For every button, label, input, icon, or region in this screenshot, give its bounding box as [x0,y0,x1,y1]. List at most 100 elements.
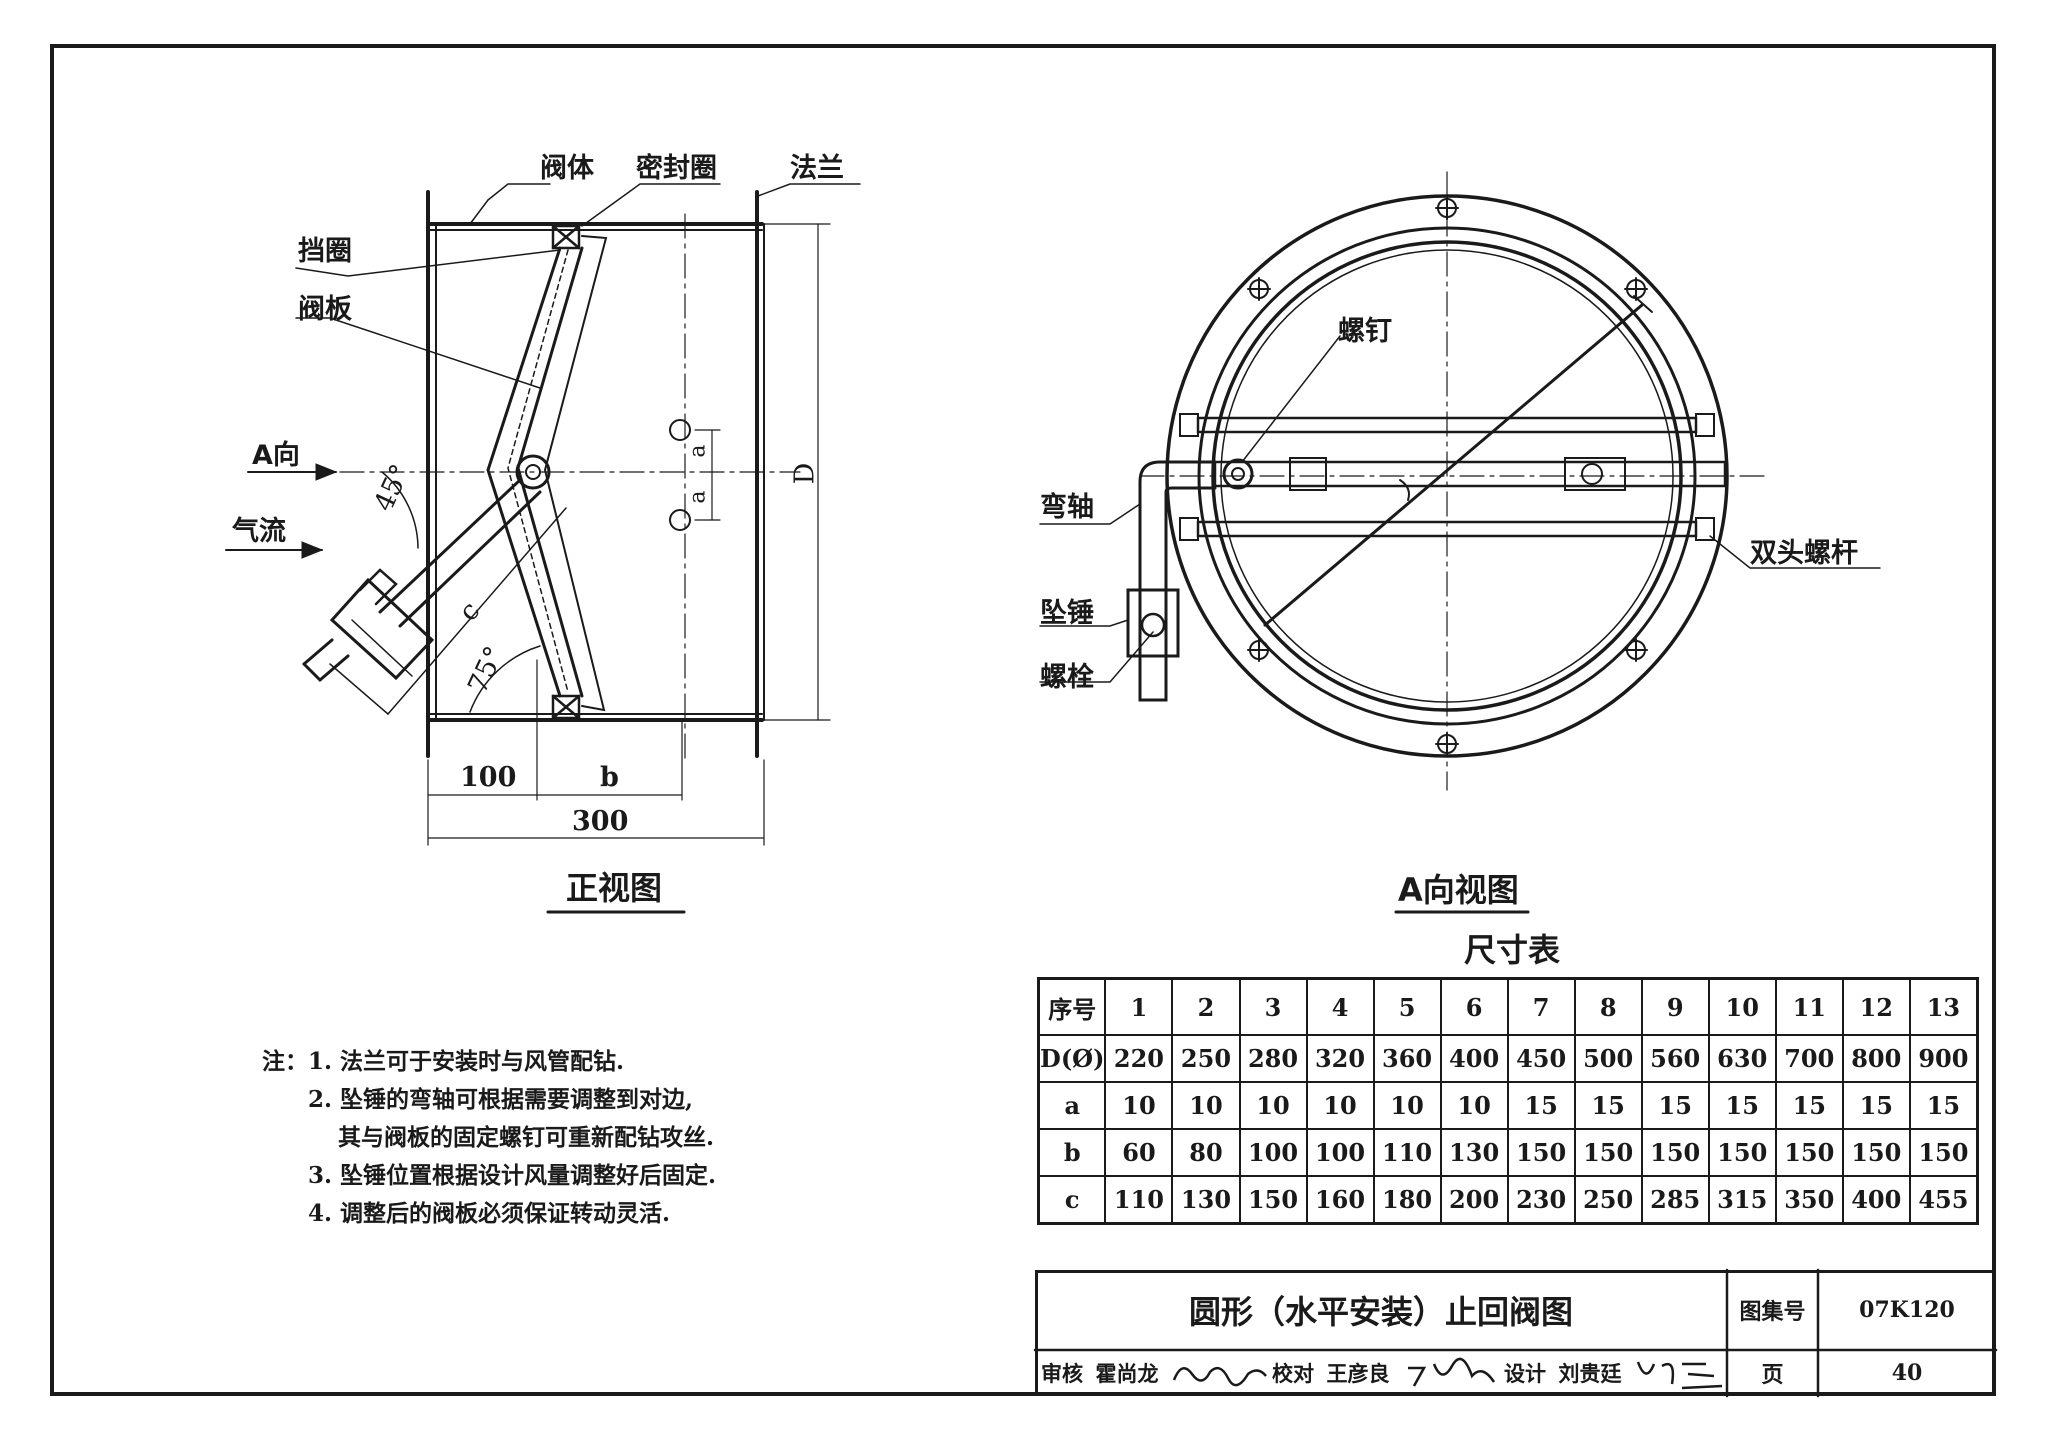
table-cell: 6 [1439,977,1509,1037]
notes-prefix: 注： [262,1048,308,1075]
table-cell: 8 [1573,977,1643,1037]
table-cell: 250 [1573,1174,1643,1225]
table-cell: 350 [1774,1174,1844,1225]
table-cell: 10 [1238,1081,1308,1130]
table-cell: 150 [1707,1127,1777,1177]
front-view-drawing [225,183,861,846]
atlas-label: 图集号 [1739,1299,1806,1325]
table-cell: 150 [1640,1127,1710,1177]
label-dim-100: 100 [460,762,517,793]
table-cell: 150 [1238,1174,1308,1225]
note-item: 2. 坠锤的弯轴可根据需要调整到对边, [308,1086,694,1113]
table-cell: 700 [1774,1034,1844,1084]
table-cell: 5 [1372,977,1442,1037]
table-cell: 10 [1439,1081,1509,1130]
row-header: 序号 [1037,977,1107,1037]
label-screw: 螺钉 [1338,316,1392,347]
table-cell: 400 [1841,1174,1911,1225]
reviewer-signature [1172,1366,1267,1387]
table-cell: 560 [1640,1034,1710,1084]
table-cell: 10 [1171,1081,1241,1130]
table-cell: 110 [1372,1127,1442,1177]
table-cell: 11 [1774,977,1844,1037]
note-item: 3. 坠锤位置根据设计风量调整好后固定. [308,1162,717,1189]
label-double-stud: 双头螺杆 [1750,538,1858,569]
table-cell: 9 [1640,977,1710,1037]
review-name: 霍尚龙 [1095,1361,1159,1386]
front-view-title: 正视图 [566,869,663,907]
note-item: 1. 法兰可于安装时与风管配钻. [308,1048,625,1075]
table-cell: 7 [1506,977,1576,1037]
table-cell: 150 [1506,1127,1576,1177]
label-dim-b: b [600,762,619,793]
table-cell: 15 [1707,1081,1777,1130]
table-cell: 180 [1372,1174,1442,1225]
check-label: 校对 [1272,1361,1314,1386]
table-cell: 315 [1707,1174,1777,1225]
table-cell: 15 [1573,1081,1643,1130]
table-cell: 800 [1841,1034,1911,1084]
atlas-number: 07K120 [1859,1297,1955,1323]
label-a-direction: A向 [252,440,300,471]
design-label: 设计 [1504,1361,1546,1386]
design-name: 刘贵廷 [1558,1361,1622,1386]
label-bolt: 螺栓 [1040,662,1094,693]
table-cell: 15 [1908,1081,1979,1130]
table-cell: 250 [1171,1034,1241,1084]
table-cell: 80 [1171,1127,1241,1177]
label-seal-ring: 密封圈 [636,153,717,184]
table-cell: 150 [1573,1127,1643,1177]
table-cell: 360 [1372,1034,1442,1084]
review-label: 审核 [1041,1361,1083,1386]
table-cell: 60 [1104,1127,1174,1177]
table-cell: 630 [1707,1034,1777,1084]
table-cell: 455 [1908,1174,1979,1225]
table-cell: 220 [1104,1034,1174,1084]
table-cell: 450 [1506,1034,1576,1084]
label-dim-d: D [789,462,821,485]
table-cell: 500 [1573,1034,1643,1084]
label-airflow: 气流 [232,516,286,547]
label-valve-body: 阀体 [540,153,594,184]
table-cell: 2 [1171,977,1241,1037]
table-cell: 10 [1104,1081,1174,1130]
label-dim-a-upper: a [685,444,711,458]
row-header: D(Ø) [1037,1034,1107,1084]
table-cell: 1 [1104,977,1174,1037]
label-bent-shaft: 弯轴 [1040,492,1094,523]
table-cell: 110 [1104,1174,1174,1225]
table-cell: 10 [1707,977,1777,1037]
table-cell: 13 [1908,977,1979,1037]
table-cell: 15 [1774,1081,1844,1130]
table-cell: 12 [1841,977,1911,1037]
row-header: a [1037,1081,1107,1130]
check-name: 王彦良 [1326,1361,1390,1386]
note-item: 4. 调整后的阀板必须保证转动灵活. [308,1200,671,1227]
table-cell: 400 [1439,1034,1509,1084]
table-cell: 280 [1238,1034,1308,1084]
table-cell: 285 [1640,1174,1710,1225]
drawing-title: 圆形（水平安装）止回阀图 [1188,1293,1573,1331]
table-cell: 150 [1908,1127,1979,1177]
table-cell: 10 [1305,1081,1375,1130]
notes-block: 注： 1. 法兰可于安装时与风管配钻. 2. 坠锤的弯轴可根据需要调整到对边, … [262,1043,716,1233]
table-cell: 15 [1506,1081,1576,1130]
table-title: 尺寸表 [1464,931,1561,969]
table-cell: 160 [1305,1174,1375,1225]
notes-list: 1. 法兰可于安装时与风管配钻. 2. 坠锤的弯轴可根据需要调整到对边, 其与阀… [262,1043,716,1233]
label-dim-a-lower: a [685,490,711,504]
label-flange: 法兰 [790,153,844,184]
page-number: 40 [1891,1360,1923,1386]
title-block [1035,1270,1996,1396]
checker-signature [1408,1357,1496,1387]
table-cell: 100 [1238,1127,1308,1177]
table-cell: 10 [1372,1081,1442,1130]
table-cell: 130 [1171,1174,1241,1225]
designer-signature [1636,1361,1723,1390]
table-cell: 230 [1506,1174,1576,1225]
